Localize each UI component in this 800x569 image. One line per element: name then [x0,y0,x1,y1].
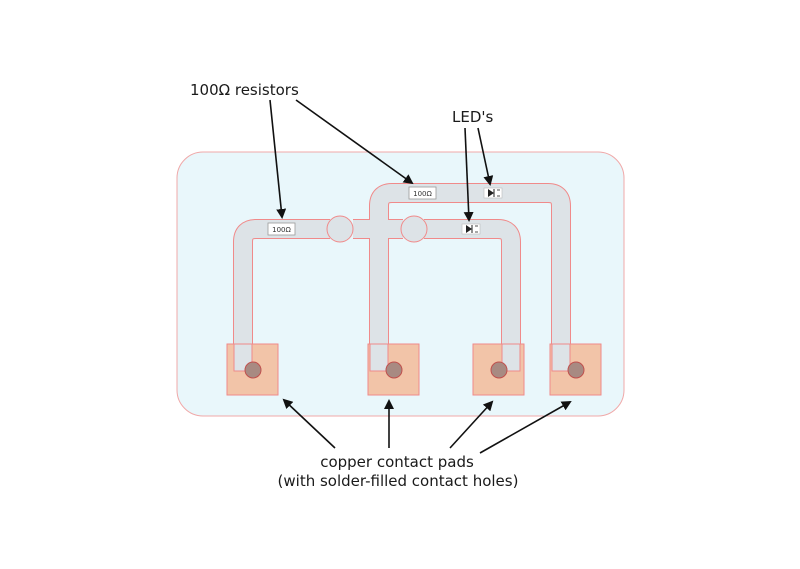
led-lower [461,223,481,235]
resistor-upper: 100Ω [408,186,437,200]
arrow-pad-3 [449,400,494,449]
callout-arrows [269,99,572,454]
arrow-pad-4 [479,401,572,454]
label-pads-line1: copper contact pads [320,453,474,471]
solder-hole [567,361,585,379]
copper-traces [233,183,571,360]
solder-holes [244,361,585,379]
crossover-circle-right [400,215,428,243]
arrow-pad-1 [282,398,336,449]
resistor-lower-label: 100Ω [272,226,291,234]
led-upper [483,187,503,199]
trace-ends [233,343,571,372]
arrow-led-lower [463,127,474,222]
arrow-resistor-upper [295,99,414,185]
arrow-resistor-lower [269,99,287,219]
solder-hole [385,361,403,379]
label-pads-line2: (with solder-filled contact holes) [278,472,519,490]
solder-hole [490,361,508,379]
resistor-lower: 100Ω [267,222,296,236]
crossover-circle-left [326,215,354,243]
label-resistors: 100Ω resistors [190,81,299,99]
resistor-upper-label: 100Ω [413,190,432,198]
arrow-led-upper [477,127,494,186]
solder-hole [244,361,262,379]
label-leds: LED's [452,108,494,126]
